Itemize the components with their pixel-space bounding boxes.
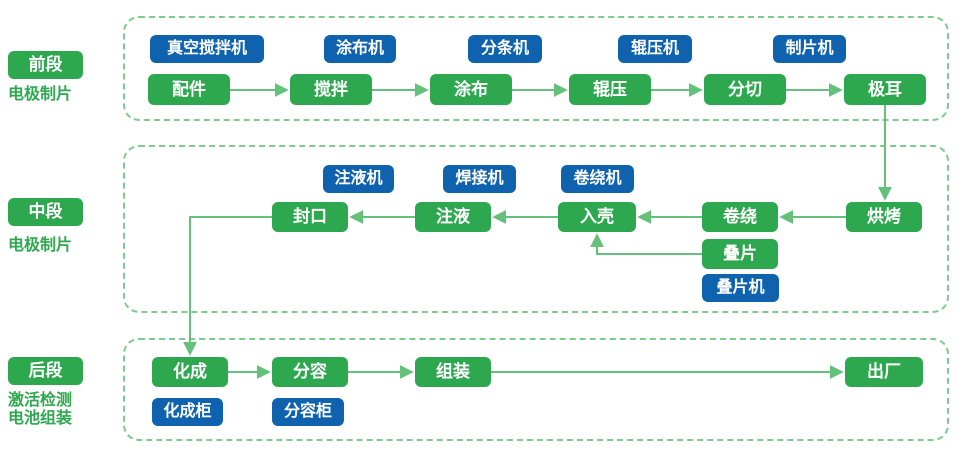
step-tab: 极耳	[844, 74, 926, 105]
step-shipping: 出厂	[845, 357, 923, 387]
machine-slitting-machine: 分条机	[468, 35, 542, 63]
step-casing: 入壳	[558, 202, 636, 232]
step-baking: 烘烤	[846, 202, 922, 232]
stage-container-middle	[123, 145, 949, 313]
machine-winding-machine: 卷绕机	[561, 165, 634, 193]
step-mixing: 搅拌	[290, 74, 372, 105]
stage-sublabel-middle-line1: 电极制片	[8, 237, 73, 254]
stage-container-back	[123, 338, 949, 441]
machine-vacuum-mixer: 真空搅拌机	[150, 35, 264, 63]
step-roll-press: 辊压	[569, 74, 651, 105]
step-coating: 涂布	[430, 74, 512, 105]
machine-grading-cabinet: 分容柜	[272, 398, 344, 426]
stage-label-middle: 中段	[8, 198, 83, 226]
step-stacking: 叠片	[702, 239, 778, 269]
step-assembly: 组装	[415, 357, 491, 387]
stage-sublabel-front-line1: 电极制片	[8, 86, 73, 103]
stage-sublabel-back: 激活检测 电池组装	[8, 392, 98, 428]
stage-sublabel-middle: 电极制片	[8, 237, 98, 255]
machine-coating-machine: 涂布机	[324, 35, 396, 63]
step-winding: 卷绕	[702, 202, 778, 232]
stage-sublabel-front: 电极制片	[8, 86, 98, 104]
machine-roller-press: 辊压机	[618, 35, 692, 63]
machine-electrolyte-filler: 注液机	[323, 165, 394, 193]
step-sealing: 封口	[272, 202, 348, 232]
machine-stacking-machine: 叠片机	[702, 274, 779, 302]
machine-sheet-making-machine: 制片机	[773, 35, 846, 63]
machine-welding-machine: 焊接机	[443, 165, 516, 193]
step-formation: 化成	[152, 357, 228, 387]
step-grading: 分容	[272, 357, 348, 387]
step-slitting: 分切	[704, 74, 786, 105]
stage-container-front	[123, 16, 949, 121]
step-materials: 配件	[148, 74, 230, 105]
stage-sublabel-back-line1: 激活检测	[8, 392, 73, 409]
stage-label-front: 前段	[8, 51, 83, 79]
stage-label-back: 后段	[8, 357, 83, 385]
step-filling: 注液	[415, 202, 491, 232]
machine-formation-cabinet: 化成柜	[152, 398, 223, 426]
stage-sublabel-back-line2: 电池组装	[8, 410, 73, 427]
